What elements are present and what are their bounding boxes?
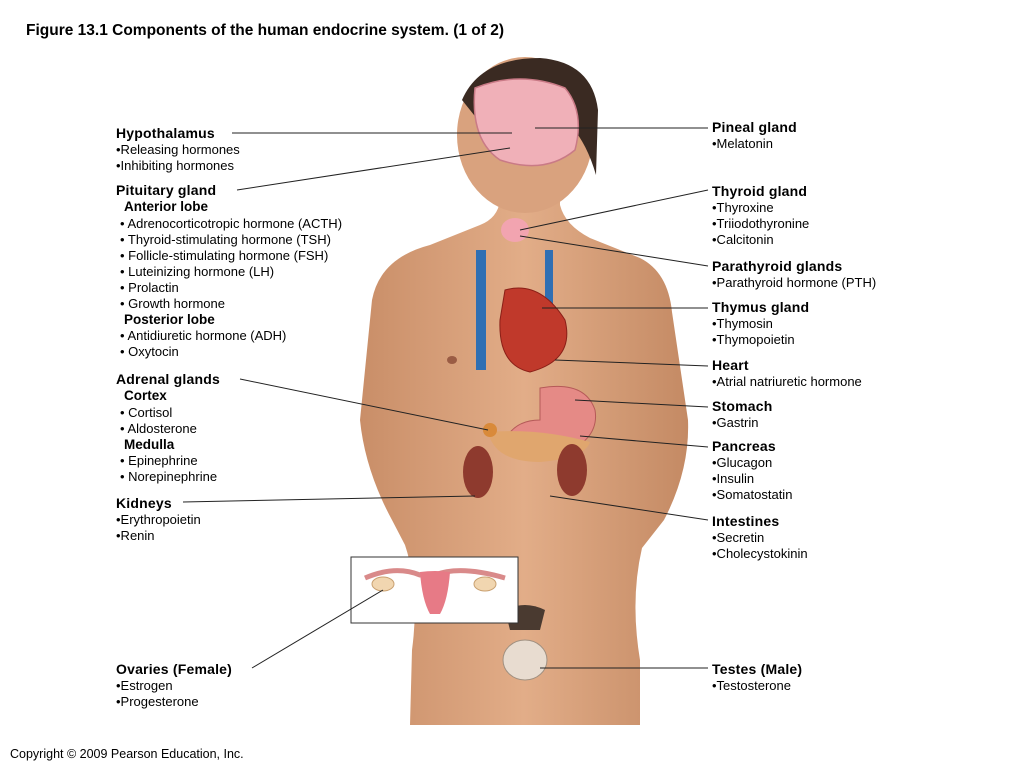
label-heart: Heart •Atrial natriuretic hormone	[712, 357, 862, 390]
thyroid-item: •Triiodothyronine	[712, 216, 810, 231]
adrenal-organ	[483, 423, 497, 437]
heart-item: •Atrial natriuretic hormone	[712, 374, 862, 389]
leader-kidneys	[182, 495, 476, 503]
leader-pancreas	[579, 435, 709, 448]
ovary-right	[473, 576, 497, 592]
anterior-item: • Thyroid-stimulating hormone (TSH)	[120, 231, 331, 247]
posterior-item: • Oxytocin	[120, 344, 179, 359]
ovaries-item: •Estrogen	[116, 678, 173, 693]
label-adrenal: Adrenal glands Cortex • Cortisol • Aldos…	[116, 371, 220, 485]
ovaries-heading: Ovaries (Female)	[116, 661, 233, 677]
parathyroid-heading: Parathyroid glands	[712, 258, 843, 274]
parathyroid-item: •Parathyroid hormone (PTH)	[712, 275, 877, 290]
anterior-item: • Luteinizing hormone (LH)	[120, 263, 275, 279]
thyroid-item: •Thyroxine	[712, 200, 774, 215]
adrenal-heading: Adrenal glands	[116, 371, 220, 387]
pancreas-heading: Pancreas	[712, 438, 776, 454]
testes-heading: Testes (Male)	[712, 661, 803, 677]
label-intestines: Intestines •Secretin •Cholecystokinin	[712, 513, 808, 562]
label-testes: Testes (Male) •Testosterone	[712, 661, 802, 694]
intestines-item: •Cholecystokinin	[712, 546, 808, 561]
heart-heading: Heart	[712, 357, 749, 373]
figure-title: Figure 13.1 Components of the human endo…	[26, 22, 504, 39]
label-pineal: Pineal gland •Melatonin	[712, 119, 797, 152]
uterus	[420, 571, 450, 614]
kidney-right	[557, 444, 587, 496]
medulla-item: • Epinephrine	[120, 453, 198, 468]
anterior-item: • Adrenocorticotropic hormone (ACTH)	[120, 215, 343, 231]
intestines-item: •Secretin	[712, 530, 765, 545]
anterior-item: • Prolactin	[120, 279, 179, 295]
heart-organ	[499, 287, 568, 373]
thymus-heading: Thymus gland	[712, 299, 810, 315]
label-thymus: Thymus gland •Thymosin •Thymopoietin	[712, 299, 809, 348]
medulla-item: • Norepinephrine	[120, 469, 218, 484]
thyroid-heading: Thyroid gland	[712, 183, 808, 199]
nipple-right	[447, 356, 457, 364]
pancreas-item: •Somatostatin	[712, 487, 793, 502]
leader-lines	[182, 127, 709, 669]
hypothalamus-heading: Hypothalamus	[116, 125, 215, 141]
hypothalamus-item: •Releasing hormones	[116, 142, 240, 157]
copyright-notice: Copyright © 2009 Pearson Education, Inc.	[10, 747, 244, 761]
thyroid-organ	[501, 218, 529, 242]
anterior-item: • Growth hormone	[120, 295, 225, 311]
pineal-heading: Pineal gland	[712, 119, 797, 135]
label-thyroid: Thyroid gland •Thyroxine •Triiodothyroni…	[712, 183, 809, 248]
posterior-lobe-heading: Posterior lobe	[124, 311, 215, 327]
label-pituitary: Pituitary gland Anterior lobe • Adrenoco…	[116, 182, 342, 360]
thymus-item: •Thymosin	[712, 316, 773, 331]
label-kidneys: Kidneys •Erythropoietin •Renin	[116, 495, 201, 544]
label-ovaries: Ovaries (Female) •Estrogen •Progesterone	[116, 661, 232, 710]
hypothalamus-item: •Inhibiting hormones	[116, 158, 235, 173]
pituitary-heading: Pituitary gland	[116, 182, 217, 198]
kidneys-heading: Kidneys	[116, 495, 172, 511]
ovary-left	[371, 576, 395, 592]
cortex-heading: Cortex	[124, 388, 167, 403]
label-hypothalamus: Hypothalamus •Releasing hormones •Inhibi…	[116, 125, 240, 174]
testes-organ	[502, 639, 548, 681]
medulla-heading: Medulla	[124, 436, 175, 452]
leader-parathyroid	[519, 235, 709, 267]
cortex-item: • Aldosterone	[120, 420, 197, 436]
testes-item: •Testosterone	[712, 678, 791, 693]
pineal-item: •Melatonin	[712, 136, 773, 151]
leader-ovaries	[251, 589, 384, 669]
kidney-left	[463, 446, 493, 498]
stomach-item: •Gastrin	[712, 415, 759, 430]
leader-intestines	[549, 495, 709, 521]
thyroid-item: •Calcitonin	[712, 232, 774, 247]
cortex-item: • Cortisol	[120, 404, 173, 420]
organs	[463, 218, 597, 681]
thymus-item: •Thymopoietin	[712, 332, 795, 347]
leader-stomach	[574, 399, 709, 408]
kidneys-item: •Erythropoietin	[116, 512, 201, 527]
anterior-lobe-heading: Anterior lobe	[124, 199, 209, 214]
label-pancreas: Pancreas •Glucagon •Insulin •Somatostati…	[712, 438, 792, 503]
leader-thyroid	[519, 189, 709, 231]
pancreas-item: •Glucagon	[712, 455, 773, 470]
ovaries-item: •Progesterone	[116, 694, 199, 709]
stomach-heading: Stomach	[712, 398, 773, 414]
leader-adrenal	[239, 378, 489, 431]
pancreas-item: •Insulin	[712, 471, 755, 486]
label-stomach: Stomach •Gastrin	[712, 398, 773, 431]
intestines-heading: Intestines	[712, 513, 780, 529]
leader-pituitary	[236, 147, 511, 191]
anterior-item: • Follicle-stimulating hormone (FSH)	[120, 247, 329, 263]
kidneys-item: •Renin	[116, 528, 155, 543]
ovaries-inset	[350, 556, 519, 624]
posterior-item: • Antidiuretic hormone (ADH)	[120, 328, 287, 343]
label-parathyroid: Parathyroid glands •Parathyroid hormone …	[712, 258, 876, 291]
brain	[473, 78, 580, 167]
leader-heart	[554, 359, 709, 367]
vein	[476, 250, 486, 370]
